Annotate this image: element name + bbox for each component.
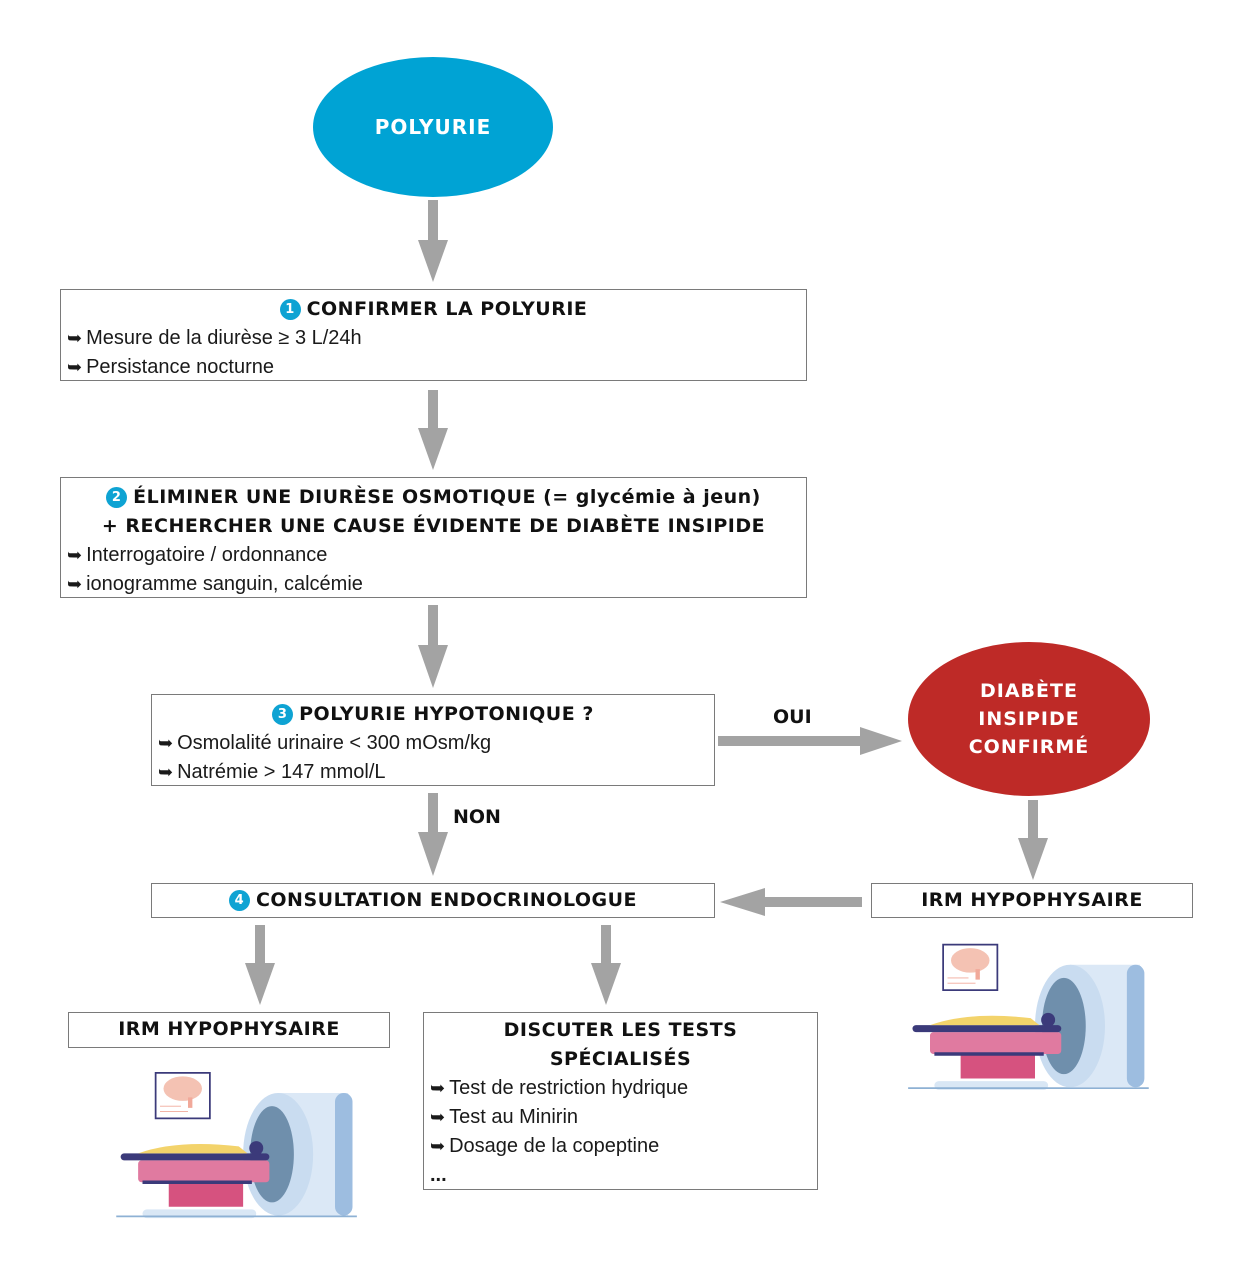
bullet-arrow-icon: ➥: [67, 357, 83, 377]
confirmed-line1: DIABÈTE: [980, 680, 1078, 702]
arrow-start-to-step1: [418, 200, 448, 282]
list-item: ➥Persistance nocturne: [61, 353, 806, 382]
list-item-text: Osmolalité urinaire < 300 mOsm/kg: [177, 732, 492, 754]
tests-title-line1: DISCUTER LES TESTS: [503, 1019, 738, 1041]
list-item-text: Test de restriction hydrique: [449, 1077, 689, 1099]
branch-yes-label: OUI: [773, 706, 812, 728]
arrow-step3-to-step4: [418, 793, 448, 876]
mri-scanner-illustration: [908, 943, 1149, 1090]
list-item-text: Interrogatoire / ordonnance: [86, 544, 328, 566]
list-item-text: Persistance nocturne: [86, 356, 274, 378]
arrow-step3-to-confirmed: [718, 727, 902, 755]
confirmed-line2: INSIPIDE: [978, 708, 1080, 730]
step3-title-text: POLYURIE HYPOTONIQUE ?: [299, 703, 594, 725]
arrow-confirmed-to-irm: [1018, 800, 1048, 880]
irm-right-box: IRM HYPOPHYSAIRE: [871, 883, 1193, 918]
step1-title-text: CONFIRMER LA POLYURIE: [306, 298, 588, 320]
arrow-step4-to-irm-left: [245, 925, 275, 1005]
start-node-polyurie: POLYURIE: [313, 57, 553, 197]
list-item: ➥Interrogatoire / ordonnance: [61, 541, 806, 570]
bullet-arrow-icon: ➥: [67, 574, 83, 594]
step-number-badge: 2: [106, 487, 128, 508]
list-item: ➥Osmolalité urinaire < 300 mOsm/kg: [152, 729, 714, 758]
confirmed-node: DIABÈTE INSIPIDE CONFIRMÉ: [908, 642, 1150, 796]
list-item: ➥Test au Minirin: [424, 1103, 817, 1132]
bullet-arrow-icon: ➥: [430, 1136, 446, 1156]
tests-title-line2: SPÉCIALISÉS: [549, 1048, 692, 1070]
confirmed-line3: CONFIRMÉ: [968, 736, 1090, 758]
list-item: ➥Dosage de la copeptine: [424, 1132, 817, 1161]
irm-left-title: IRM HYPOPHYSAIRE: [118, 1018, 340, 1040]
arrow-step1-to-step2: [418, 390, 448, 470]
arrow-step2-to-step3: [418, 605, 448, 688]
bullet-arrow-icon: ➥: [67, 545, 83, 565]
arrow-irm-to-step4: [720, 888, 862, 916]
start-node-label: POLYURIE: [374, 115, 492, 139]
tests-box: DISCUTER LES TESTS SPÉCIALISÉS ➥Test de …: [423, 1012, 818, 1190]
list-item-text: Dosage de la copeptine: [449, 1135, 660, 1157]
irm-left-box: IRM HYPOPHYSAIRE: [68, 1012, 390, 1048]
list-item-ellipsis: ...: [430, 1164, 447, 1186]
list-item-text: ionogramme sanguin, calcémie: [86, 573, 363, 595]
bullet-arrow-icon: ➥: [158, 762, 174, 782]
branch-no-label: NON: [453, 806, 501, 828]
list-item-text: Natrémie > 147 mmol/L: [177, 761, 386, 783]
brain-icon: [951, 948, 990, 973]
arrow-step4-to-tests: [591, 925, 621, 1005]
list-item-text: Mesure de la diurèse ≥ 3 L/24h: [86, 327, 362, 349]
brain-icon: [163, 1076, 202, 1101]
list-item: ➥Natrémie > 147 mmol/L: [152, 758, 714, 787]
step-number-badge: 3: [272, 704, 294, 725]
bullet-arrow-icon: ➥: [430, 1078, 446, 1098]
list-item: ➥ionogramme sanguin, calcémie: [61, 570, 806, 599]
irm-right-title: IRM HYPOPHYSAIRE: [921, 889, 1143, 911]
step4-title-text: CONSULTATION ENDOCRINOLOGUE: [255, 889, 638, 911]
step-number-badge: 4: [228, 890, 250, 911]
bullet-arrow-icon: ➥: [67, 328, 83, 348]
list-item-text: Test au Minirin: [449, 1106, 579, 1128]
list-item: ➥Mesure de la diurèse ≥ 3 L/24h: [61, 324, 806, 353]
step2-title-text: ÉLIMINER UNE DIURÈSE OSMOTIQUE (= glycém…: [133, 486, 761, 508]
mri-scanner-illustration: [116, 1072, 357, 1219]
list-item: ➥Test de restriction hydrique: [424, 1074, 817, 1103]
bullet-arrow-icon: ➥: [430, 1107, 446, 1127]
step-number-badge: 1: [279, 299, 301, 320]
step2-title-line2: + RECHERCHER UNE CAUSE ÉVIDENTE DE DIABÈ…: [101, 515, 766, 537]
bullet-arrow-icon: ➥: [158, 733, 174, 753]
